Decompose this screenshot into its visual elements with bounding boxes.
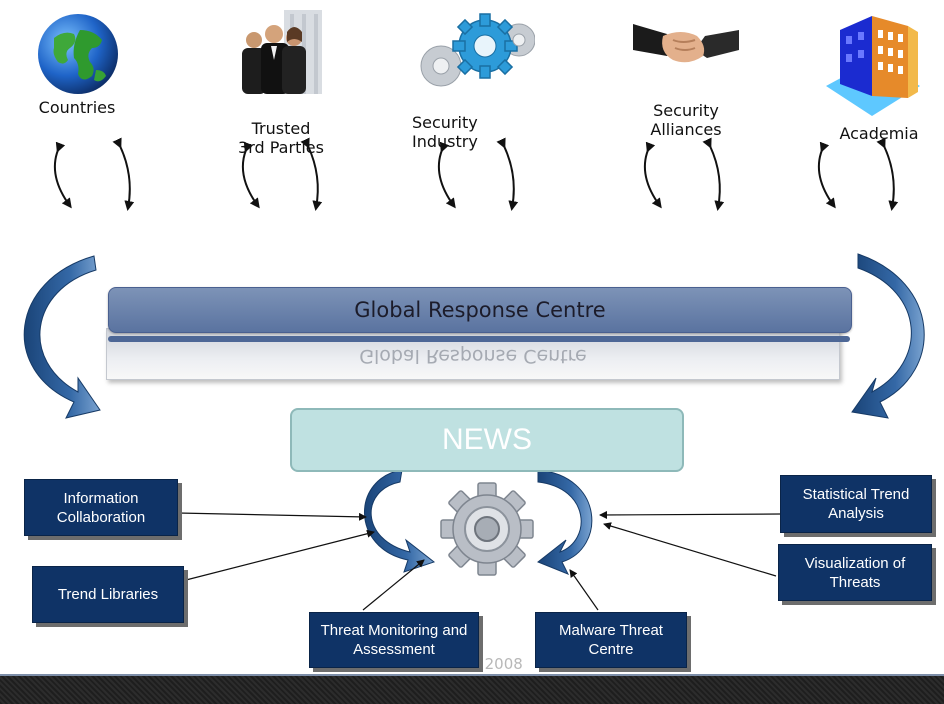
- two-way-arrow: [54, 137, 135, 211]
- global-response-centre-bar: Global Response Centre: [108, 287, 852, 333]
- global-response-centre-reflection-text: Global Response Centre: [359, 345, 587, 367]
- connector-line: [569, 569, 599, 611]
- box-label: Malware Threat Centre: [559, 622, 663, 658]
- statistical-trend-analysis-box[interactable]: Statistical Trend Analysis: [780, 475, 932, 533]
- stakeholder-text: Academia: [839, 124, 919, 143]
- business-people-icon: [232, 10, 322, 94]
- gear-icon: [440, 482, 534, 576]
- curved-arrow-centre-left: [364, 469, 436, 573]
- stakeholder-text: Security Alliances: [650, 101, 722, 139]
- stakeholder-text: Security Industry: [412, 113, 478, 151]
- news-box[interactable]: NEWS: [290, 408, 684, 472]
- stakeholder-text: Countries: [38, 98, 116, 117]
- connector-line: [177, 512, 367, 521]
- connector-line: [599, 510, 781, 519]
- threat-monitoring-and-assessment-box[interactable]: Threat Monitoring and Assessment: [309, 612, 479, 668]
- box-label: Threat Monitoring and Assessment: [320, 622, 468, 658]
- footer-divider: [0, 674, 944, 676]
- connector-line: [185, 529, 375, 581]
- gears-icon: [415, 10, 536, 96]
- visualization-of-threats-box[interactable]: Visualization of Threats: [778, 544, 932, 601]
- two-way-arrow: [644, 137, 725, 211]
- stakeholder-label-security-industry: Security Industry: [412, 94, 508, 151]
- globe-icon: [36, 12, 120, 96]
- box-label: Visualization of Threats: [804, 554, 906, 591]
- global-response-centre-divider: [108, 336, 850, 342]
- building-icon: [822, 10, 922, 118]
- malware-threat-centre-box[interactable]: Malware Threat Centre: [535, 612, 687, 668]
- curved-arrow-centre-right: [537, 469, 593, 575]
- footer-bar: [0, 676, 944, 704]
- two-way-arrow: [242, 137, 323, 211]
- stakeholder-label-security-alliances: Security Alliances: [636, 82, 736, 139]
- curved-arrow-right: [851, 253, 925, 419]
- connector-line: [603, 522, 777, 577]
- information-collaboration-box[interactable]: Information Collaboration: [24, 479, 178, 536]
- stakeholder-label-academia: Academia: [830, 124, 928, 143]
- trend-libraries-box[interactable]: Trend Libraries: [32, 566, 184, 623]
- two-way-arrow: [818, 137, 899, 211]
- two-way-arrow: [438, 137, 519, 211]
- box-label: Information Collaboration: [56, 489, 146, 526]
- handshake-icon: [633, 16, 739, 78]
- box-label: Trend Libraries: [57, 586, 159, 603]
- global-response-centre-title: Global Response Centre: [354, 298, 606, 322]
- connector-line: [362, 559, 425, 611]
- stakeholder-label-countries: Countries: [30, 98, 124, 117]
- box-label: Statistical Trend Analysis: [802, 486, 910, 522]
- curved-arrow-left: [23, 255, 101, 419]
